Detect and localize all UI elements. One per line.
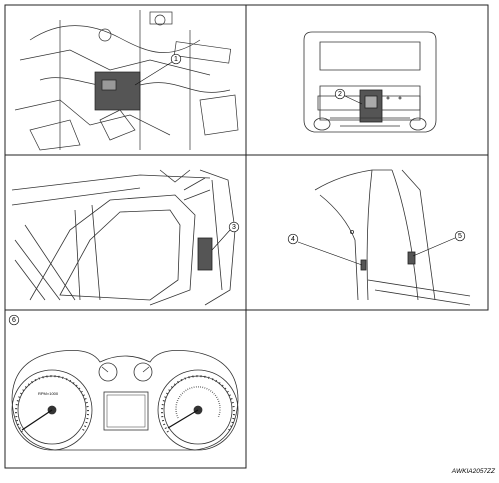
callout-1-label: 1 <box>174 56 178 63</box>
callout-4-label: 4 <box>291 236 295 243</box>
panel-engine-bay <box>14 10 239 151</box>
panel-map-lamp <box>303 31 437 133</box>
panel-grid <box>4 4 489 469</box>
callout-4: 4 <box>287 233 363 266</box>
callout-3: 3 <box>211 221 240 251</box>
tachometer <box>11 369 93 451</box>
panel-door-pillar <box>314 169 471 306</box>
callout-5-label: 5 <box>458 233 462 240</box>
callout-6-label: 6 <box>12 317 16 324</box>
panel-combination-meter <box>11 349 239 451</box>
panel-sunroof <box>11 169 236 306</box>
callout-2: 2 <box>334 88 363 105</box>
reference-code: AWKIA2057ZZ <box>451 468 496 475</box>
callout-6: 6 <box>8 314 20 326</box>
callout-1: 1 <box>170 53 182 65</box>
callout-3-label: 3 <box>232 224 236 231</box>
callout-5: 5 <box>412 230 466 257</box>
tachometer-label: RPM×1000 <box>38 391 59 396</box>
speedometer <box>157 369 239 451</box>
callout-2-label: 2 <box>338 91 342 98</box>
